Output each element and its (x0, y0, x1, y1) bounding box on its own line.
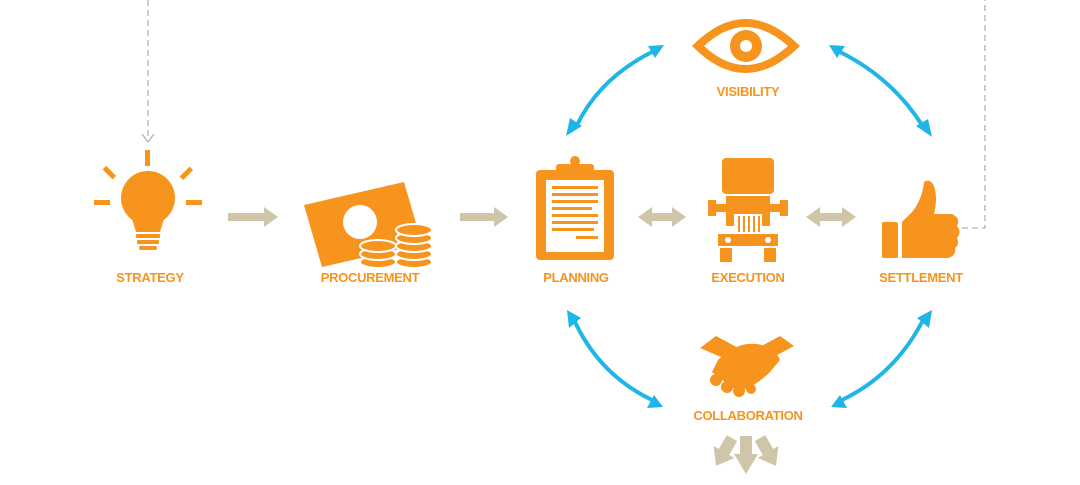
handshake-icon (700, 336, 794, 397)
arrow-strategy-procurement (228, 207, 278, 227)
feedback-arrowhead (141, 133, 155, 144)
planning-label: PLANNING (543, 270, 609, 285)
lightbulb-icon (94, 150, 202, 250)
arrow-planning-collaboration (567, 310, 663, 408)
arrow-procurement-planning (460, 207, 508, 227)
money-coins-icon (304, 182, 433, 269)
arrow-execution-settlement (806, 207, 856, 227)
feedback-dashed-line (147, 0, 986, 229)
settlement-label: SETTLEMENT (879, 270, 963, 285)
arrow-collaboration-settlement (831, 310, 932, 408)
outward-arrows (713, 435, 779, 474)
eye-icon (692, 19, 800, 73)
arrow-visibility-settlement (829, 45, 932, 137)
arrow-planning-execution (638, 207, 686, 227)
arrow-planning-visibility (566, 45, 664, 136)
thumbs-up-icon (882, 180, 960, 258)
visibility-label: VISIBILITY (716, 84, 780, 99)
execution-label: EXECUTION (711, 270, 785, 285)
strategy-label: STRATEGY (116, 270, 184, 285)
procurement-label: PROCUREMENT (320, 270, 420, 285)
clipboard-icon (536, 156, 614, 260)
truck-icon (708, 158, 788, 262)
collaboration-label: COLLABORATION (693, 408, 803, 423)
